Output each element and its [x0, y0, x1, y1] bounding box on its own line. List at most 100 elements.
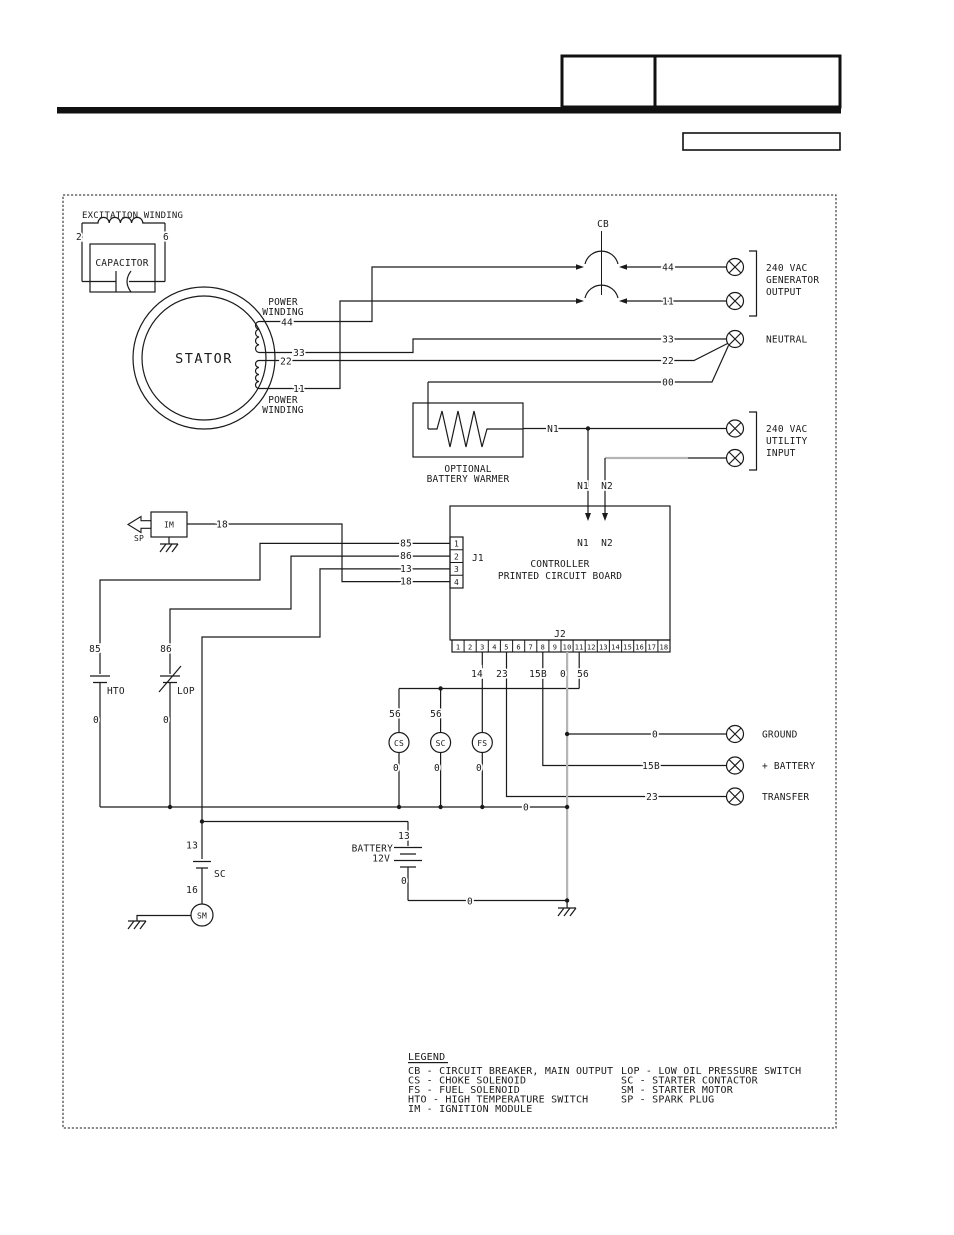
lop-label: LOP: [177, 686, 195, 697]
ground-icon-im: [159, 537, 179, 553]
terminal-neutral: [725, 329, 745, 349]
j2-pin-4: 4: [492, 644, 496, 652]
j1-pin-3: 3: [454, 565, 459, 574]
wire-15b-label-j2: 15B: [529, 669, 547, 680]
terminal-transfer: [725, 787, 745, 806]
sm-label: SM: [197, 912, 207, 921]
j2-pin-9: 9: [553, 644, 557, 652]
j2-pin-2: 2: [468, 644, 472, 652]
wire-44-label-stator: 44: [281, 318, 293, 329]
schematic-border: [62, 194, 837, 1129]
stator-output-wiring: [259, 266, 730, 429]
wire-00-label-out: 00: [662, 378, 674, 389]
choke-solenoid-circle: [388, 731, 410, 754]
utility-input-label-1: 240 VAC: [766, 424, 807, 435]
utility-input-bracket: [749, 411, 758, 471]
wire-16-label: 16: [186, 885, 198, 896]
wire-13-label-sc: 13: [186, 841, 198, 852]
legend-right-4: SP - SPARK PLUG: [621, 1095, 714, 1106]
wire-22: [259, 342, 728, 362]
battery-label: BATTERY: [352, 844, 394, 855]
legend-left-3: FS - FUEL SOLENOID: [408, 1085, 520, 1096]
power-winding-top-label-2: WINDING: [262, 307, 304, 318]
battery-pos-terminal-label: + BATTERY: [762, 761, 815, 772]
junction-dots: [167, 426, 591, 903]
excitation-winding-label: EXCITATION WINDING: [82, 211, 183, 221]
legend-title-underline: [408, 1062, 448, 1064]
wire-0-label-bus: 0: [523, 803, 529, 814]
ground-icon-sm: [127, 914, 191, 930]
n1-label-above: N1: [577, 481, 589, 492]
utility-input-label-2: UTILITY: [766, 436, 808, 447]
controller-label-1: CONTROLLER: [530, 559, 589, 570]
battery-starter-circuit: [127, 820, 568, 930]
wire-23-label-transfer: 23: [646, 792, 658, 803]
legend-right-2: SC - STARTER CONTACTOR: [621, 1076, 759, 1087]
legend-right-3: SM - STARTER MOTOR: [621, 1085, 734, 1096]
stator-outer-circle: [132, 286, 276, 430]
wire-18-label-j1: 18: [400, 577, 412, 588]
legend-left-4: HTO - HIGH TEMPERATURE SWITCH: [408, 1095, 588, 1106]
fuel-solenoid-circle: [471, 731, 493, 754]
page-header: [57, 54, 842, 151]
legend-title: LEGEND: [408, 1052, 445, 1063]
wire-0-label-cs: 0: [393, 763, 399, 774]
j1-pin-1: 1: [454, 540, 459, 549]
optional-label: OPTIONAL: [444, 464, 491, 475]
battery-warmer-label: BATTERY WARMER: [427, 474, 510, 485]
excitation-winding-circuit: [81, 216, 166, 293]
sc-contact: [193, 860, 211, 904]
starter-contactor-circle: [430, 731, 452, 754]
wire-11-left: [259, 300, 576, 390]
wire-86: [169, 555, 450, 674]
battery-plates: [394, 846, 422, 868]
cb-arc-lower: [584, 284, 619, 299]
cb-arrow-1: [576, 264, 584, 270]
terminal-block: [725, 250, 758, 806]
power-winding-bottom-label-2: WINDING: [262, 405, 304, 416]
wire-0-label-hto: 0: [93, 715, 99, 726]
ground-terminal-label: GROUND: [762, 730, 798, 741]
j2-pin-6: 6: [516, 644, 520, 652]
terminal-gen-hot2: [725, 291, 745, 311]
capacitor-plate-right: [126, 270, 132, 293]
wire-33-label-stator: 33: [293, 348, 305, 359]
cb-arrow-3: [576, 298, 584, 304]
j1-pin-4: 4: [454, 578, 459, 587]
wire-0-label-batt-bus: 0: [467, 897, 473, 908]
j1-pin-2: 2: [454, 552, 459, 561]
wire-56-label-j2: 56: [577, 669, 589, 680]
wire-11-label-out: 11: [662, 297, 674, 308]
wire-23-label-j2: 23: [496, 669, 508, 680]
gen-output-label-1: 240 VAC: [766, 263, 807, 274]
gen-output-bracket: [749, 250, 758, 317]
capacitor-label: CAPACITOR: [95, 258, 148, 269]
wire-86-label-lop: 86: [160, 644, 172, 655]
lop-contact: [158, 665, 182, 807]
header-small-box: [682, 132, 841, 151]
wire-33: [259, 338, 727, 354]
gen-output-label-3: OUTPUT: [766, 287, 802, 298]
stator-winding-lower: [254, 359, 260, 390]
wire-18: [187, 523, 450, 583]
terminal-6-label: 6: [163, 232, 169, 243]
wire-56-label-sc: 56: [430, 709, 442, 720]
wire-13-label-j1: 13: [400, 564, 412, 575]
stator-inner-circle: [141, 295, 267, 421]
legend-left-2: CS - CHOKE SOLENOID: [408, 1076, 526, 1087]
stator-winding-upper: [255, 320, 260, 354]
battery-warmer: [412, 402, 727, 521]
j2-pin-18: 18: [659, 644, 668, 652]
cb-arrow-2: [619, 264, 627, 270]
sc-contact-label: SC: [214, 869, 226, 880]
j2-pin-1: 1: [456, 644, 460, 652]
power-winding-bottom-label-1: POWER: [268, 395, 298, 406]
j1-wiring: [90, 511, 450, 859]
stator: [132, 286, 276, 430]
wire-22-label-out: 22: [662, 356, 674, 367]
legend-right-1: LOP - LOW OIL PRESSURE SWITCH: [621, 1066, 801, 1077]
wire-11-label-stator: 11: [293, 384, 305, 395]
gen-output-label-2: GENERATOR: [766, 275, 819, 286]
